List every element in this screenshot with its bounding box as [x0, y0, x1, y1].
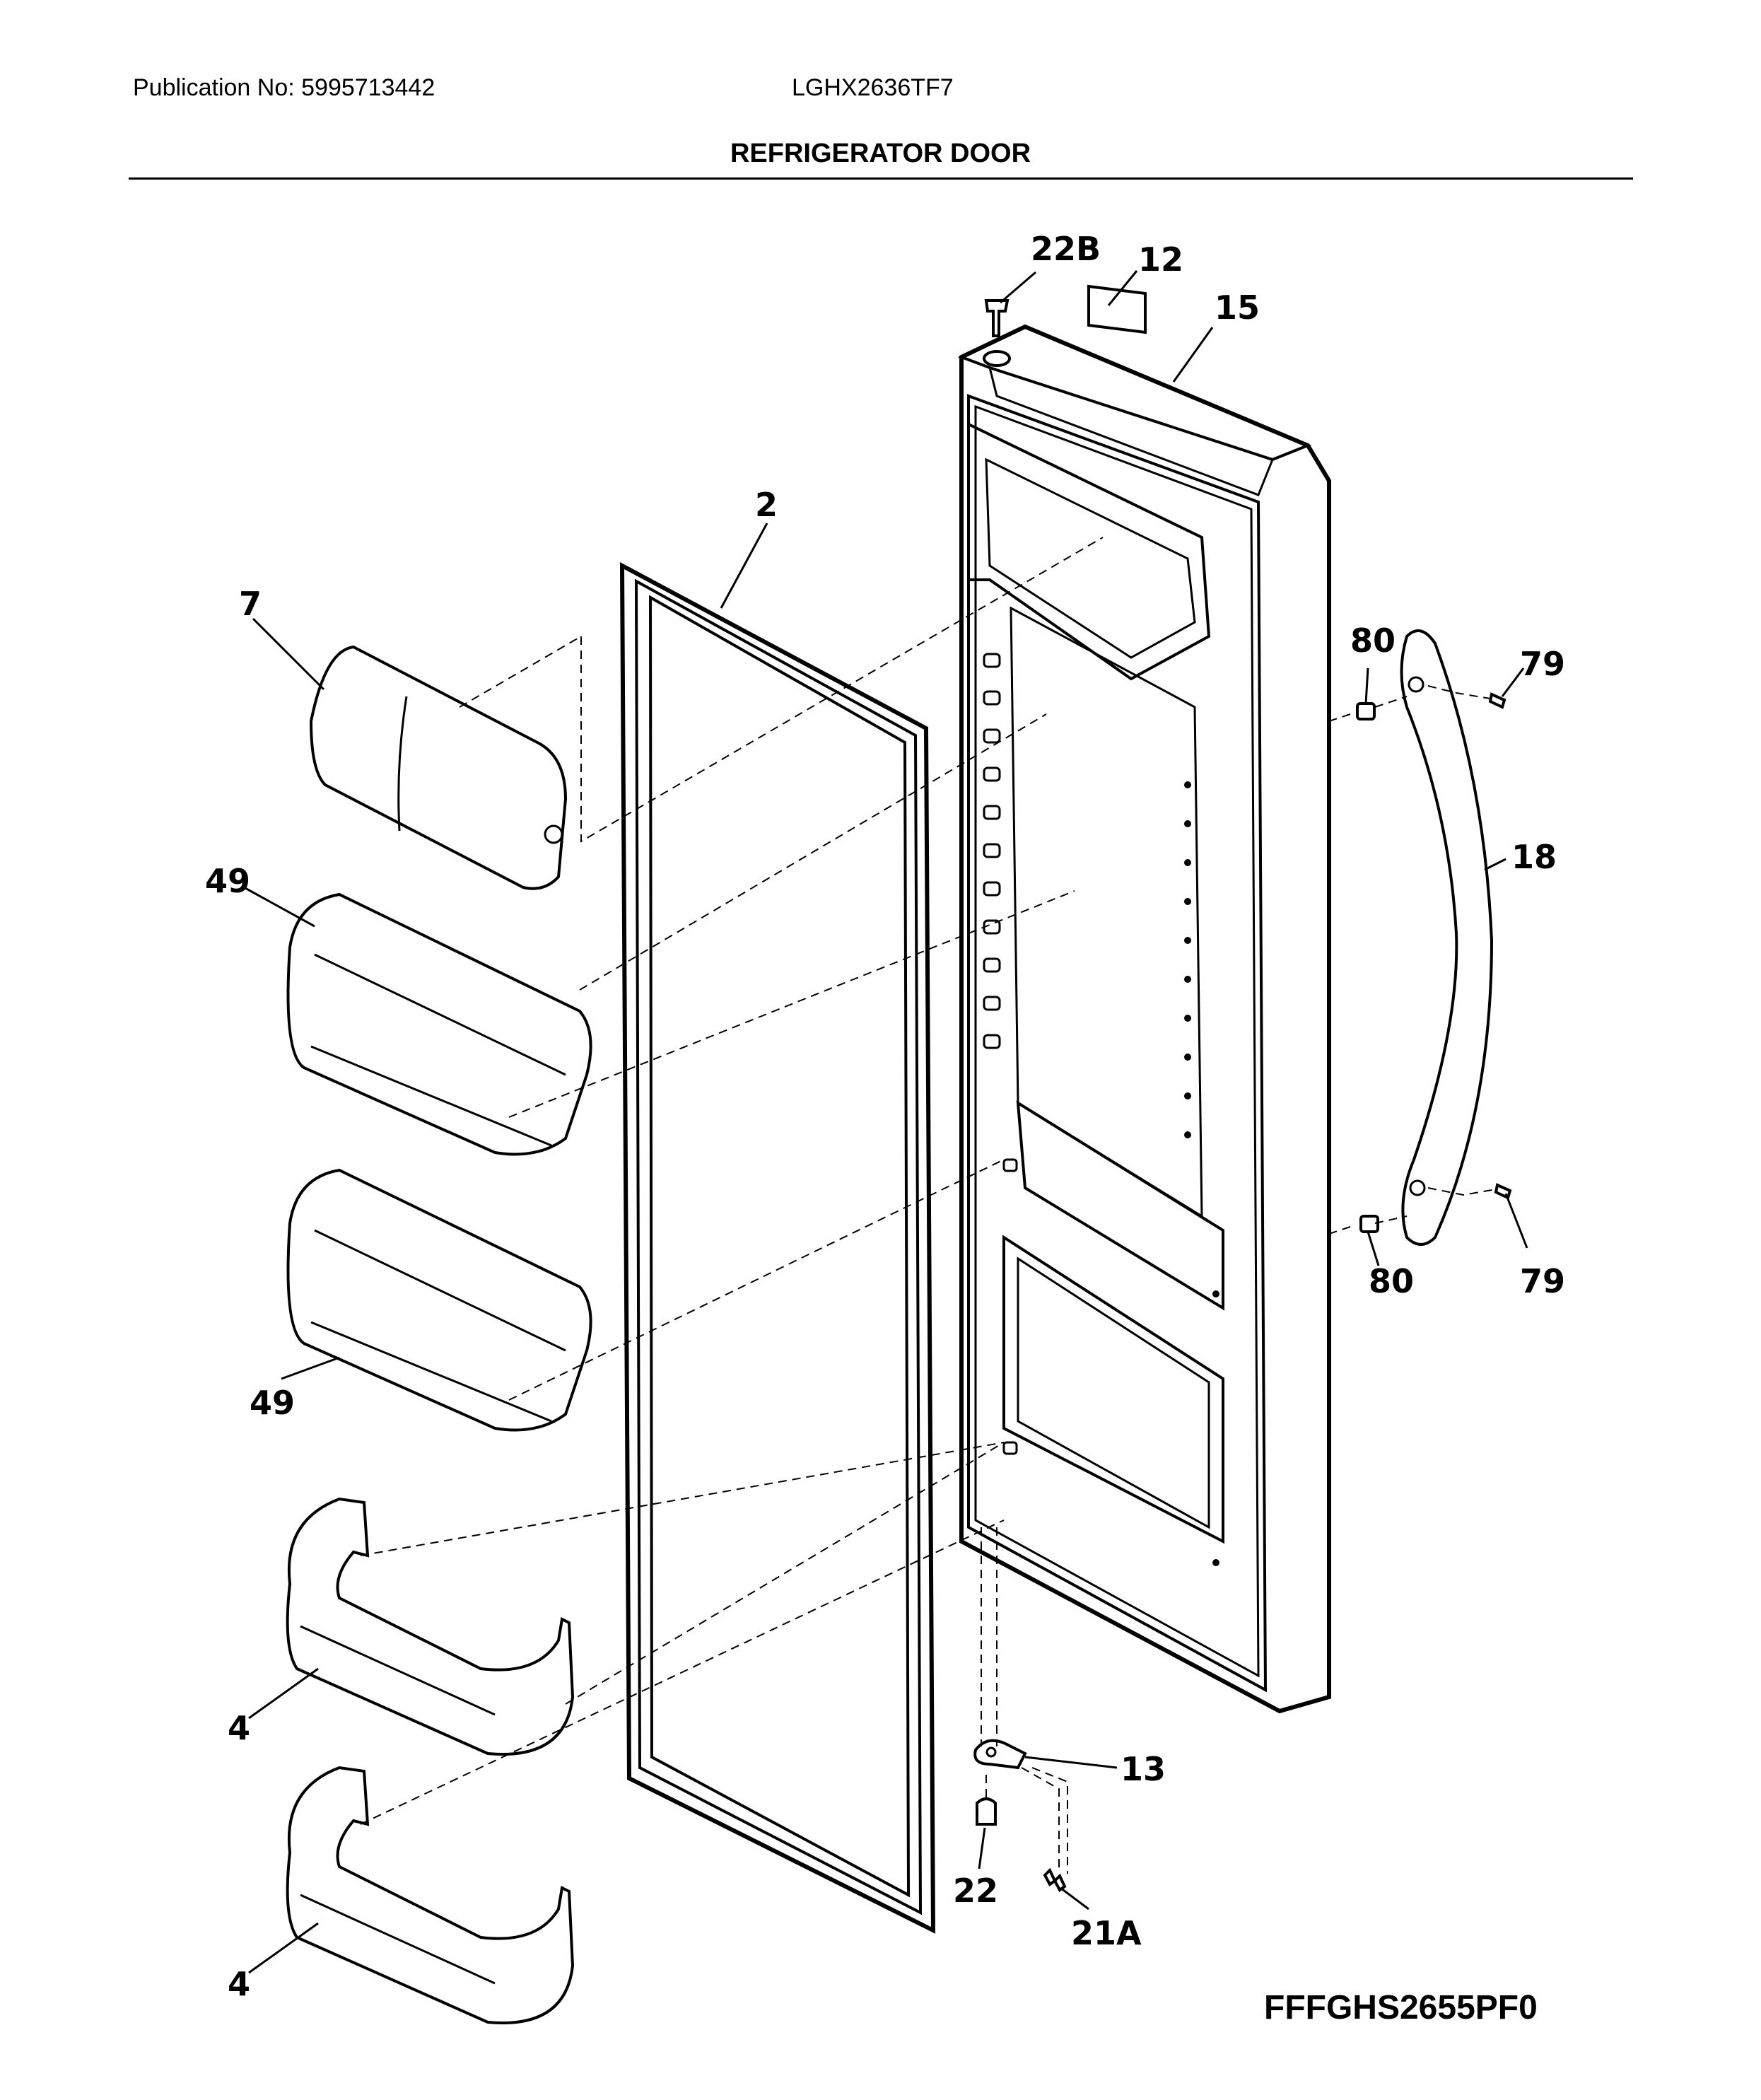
figure-code: FFFGHS2655PF0 [1264, 1989, 1538, 2026]
top-hinge-pin [984, 299, 1010, 337]
part-label-4-lower: 4 [228, 1965, 250, 2003]
header-divider [129, 177, 1633, 180]
part-label-18: 18 [1511, 838, 1557, 876]
part-label-22: 22 [953, 1872, 998, 1910]
right-rail-dots [1184, 781, 1219, 1566]
part-label-80-upper: 80 [1350, 622, 1396, 660]
part-label-4-upper: 4 [228, 1709, 250, 1747]
part-label-2: 2 [755, 486, 778, 524]
part-label-80-lower: 80 [1369, 1262, 1414, 1300]
page-title: REFRIGERATOR DOOR [730, 139, 1031, 168]
door-bin-49-upper [286, 892, 592, 1156]
door-gasket [619, 561, 936, 1934]
door-bin-49-lower [286, 1168, 592, 1432]
shelf-pegs [983, 653, 1018, 1455]
nameplate [1087, 284, 1147, 334]
model-number: LGHX2636TF7 [792, 74, 954, 101]
dairy-bin-cover [309, 645, 568, 890]
bottom-hinge-pin [976, 1797, 997, 1826]
part-label-13: 13 [1121, 1750, 1166, 1788]
part-label-49-lower: 49 [250, 1384, 295, 1422]
publication-number: Publication No: 5995713442 [133, 74, 435, 101]
part-label-7: 7 [239, 585, 262, 623]
leader-lines [243, 270, 1528, 1974]
part-label-15: 15 [1215, 288, 1260, 327]
refrigerator-door [957, 324, 1331, 1714]
door-bin-4-upper [286, 1497, 575, 1756]
part-label-79-upper: 79 [1520, 645, 1565, 683]
door-bin-4-lower [286, 1766, 575, 2024]
part-label-12: 12 [1138, 240, 1183, 279]
assembly-lines [360, 537, 1497, 1874]
bottom-hinge-bracket [973, 1739, 1027, 1770]
part-label-22B: 22B [1031, 230, 1101, 268]
door-handle [1400, 629, 1494, 1246]
hinge-screws [1043, 1867, 1067, 1892]
part-label-79-lower: 79 [1520, 1262, 1565, 1300]
part-label-21A: 21A [1071, 1914, 1142, 1952]
part-label-49-upper: 49 [205, 862, 250, 900]
